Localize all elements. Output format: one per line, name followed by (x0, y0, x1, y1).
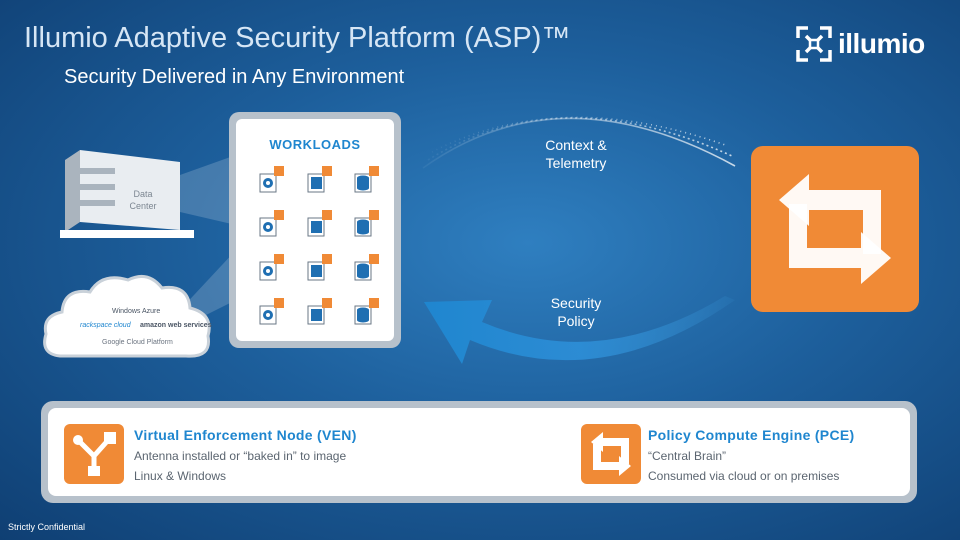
ven-line2: Linux & Windows (134, 469, 227, 483)
telemetry-arrow (422, 116, 736, 169)
workload-gear-icon (256, 252, 286, 284)
footer-confidential: Strictly Confidential (8, 522, 86, 532)
illumio-logo-icon (796, 26, 832, 62)
cloud-provider-amazon: amazon web services (140, 322, 212, 329)
illumio-logo: illumio (796, 24, 944, 64)
workload-database-icon (351, 208, 381, 240)
logo-text: illumio (838, 28, 925, 59)
workloads-row (256, 252, 381, 296)
workload-cube-icon (304, 296, 334, 328)
cloud-provider-rackspace: rackspace cloud (80, 322, 131, 329)
datacenter-icon (60, 150, 194, 238)
policy-arrow (424, 296, 735, 364)
workloads-row (256, 296, 381, 340)
workloads-panel: WORKLOADS (229, 112, 401, 348)
workload-database-icon (351, 164, 381, 196)
workloads-grid (256, 164, 381, 340)
workload-cube-icon (304, 208, 334, 240)
workloads-title: WORKLOADS (269, 137, 361, 152)
workload-cube-icon (304, 252, 334, 284)
workload-database-icon (351, 252, 381, 284)
workload-gear-icon (256, 296, 286, 328)
cycle-arrows-icon (779, 174, 891, 284)
slide-subtitle: Security Delivered in Any Environment (64, 66, 405, 88)
workload-cube-icon (304, 164, 334, 196)
cloud-provider-azure: Windows Azure (112, 308, 161, 315)
pce-line2: Consumed via cloud or on premises (648, 469, 840, 483)
bottom-legend-panel: Virtual Enforcement Node (VEN) Antenna i… (41, 401, 917, 503)
context-telemetry-label: Context &Telemetry (545, 137, 607, 171)
workload-gear-icon (256, 208, 286, 240)
cloud-provider-google: Google Cloud Platform (102, 339, 173, 346)
ven-line1: Antenna installed or “baked in” to image (134, 449, 347, 463)
pce-line1: “Central Brain” (648, 449, 727, 463)
pce-heading: Policy Compute Engine (PCE) (648, 427, 855, 443)
cloud-icon (43, 274, 211, 358)
pce-icon (581, 424, 641, 484)
workloads-row (256, 164, 381, 208)
workload-database-icon (351, 296, 381, 328)
pce-large-icon (751, 146, 919, 312)
ven-heading: Virtual Enforcement Node (VEN) (134, 427, 357, 443)
workload-gear-icon (256, 164, 286, 196)
slide-title: Illumio Adaptive Security Platform (ASP)… (24, 22, 571, 54)
ven-icon (64, 424, 124, 484)
workloads-row (256, 208, 381, 252)
